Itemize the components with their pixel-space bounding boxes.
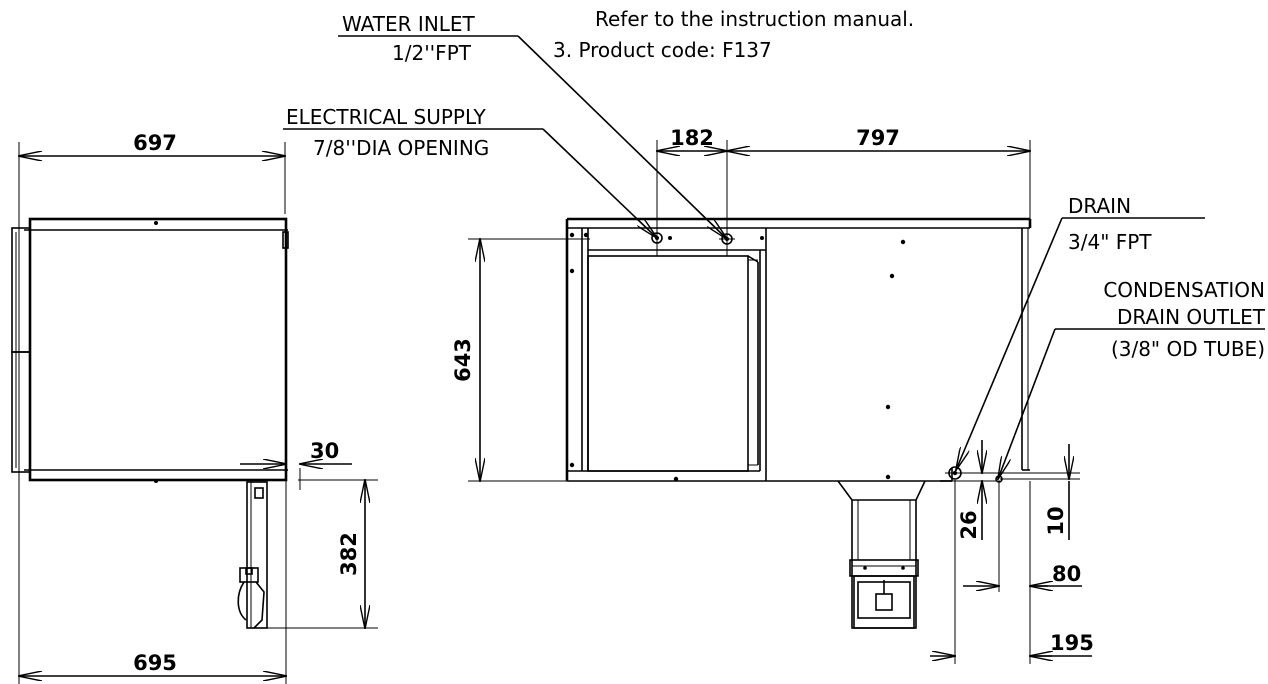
dim-drain-offset: 195 bbox=[1050, 631, 1094, 655]
drain-callout: DRAIN 3/4" FPT bbox=[956, 194, 1205, 470]
water-inlet-size: 1/2''FPT bbox=[392, 41, 472, 65]
water-inlet-label: WATER INLET bbox=[342, 12, 476, 36]
dim-side-leg-height: 382 bbox=[337, 532, 361, 576]
dim-side-offset: 30 bbox=[310, 439, 339, 463]
dim-drain-height: 26 bbox=[957, 510, 981, 539]
water-inlet-callout: WATER INLET 1/2''FPT bbox=[338, 12, 727, 239]
dim-front-height: 643 bbox=[451, 338, 475, 382]
electrical-supply-label: ELECTRICAL SUPPLY bbox=[286, 105, 486, 129]
drain-details: 26 10 80 195 bbox=[930, 440, 1094, 664]
front-view: 643 182 797 bbox=[451, 126, 1032, 481]
dim-outlet-offset: 80 bbox=[1052, 562, 1081, 586]
note-product-code: 3. Product code: F137 bbox=[553, 38, 772, 62]
drain-outlet-label: DRAIN OUTLET bbox=[1117, 305, 1266, 329]
drain-label: DRAIN bbox=[1068, 194, 1131, 218]
dim-outlet-height: 10 bbox=[1044, 506, 1068, 535]
dim-side-top-width: 697 bbox=[133, 131, 177, 155]
pump-assembly bbox=[837, 468, 953, 629]
od-tube-label: (3/8" OD TUBE) bbox=[1111, 337, 1265, 361]
dim-front-right-width: 797 bbox=[856, 126, 900, 150]
drain-size-label: 3/4" FPT bbox=[1068, 230, 1152, 254]
electrical-supply-callout: ELECTRICAL SUPPLY 7/8''DIA OPENING bbox=[283, 105, 657, 238]
electrical-opening-label: 7/8''DIA OPENING bbox=[313, 136, 489, 160]
side-view: 697 30 382 695 bbox=[11, 131, 378, 684]
condensation-label: CONDENSATION bbox=[1103, 278, 1265, 302]
condensation-callout: CONDENSATION DRAIN OUTLET (3/8" OD TUBE) bbox=[998, 278, 1266, 479]
dim-front-inlet-spacing: 182 bbox=[670, 126, 714, 150]
dim-side-bottom-width: 695 bbox=[133, 651, 177, 675]
note-refer-manual: Refer to the instruction manual. bbox=[595, 7, 914, 31]
